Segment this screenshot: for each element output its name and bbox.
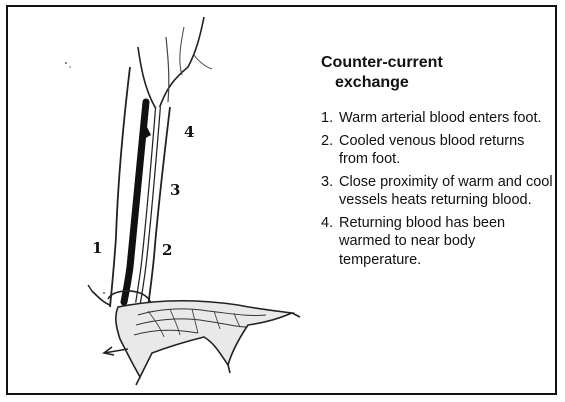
text-panel: Counter-current exchange 1. Warm arteria… (321, 53, 553, 273)
diagram-title: Counter-current exchange (321, 53, 553, 93)
label-3: 3 (170, 183, 180, 198)
step-item: 4. Returning blood has been warmed to ne… (321, 214, 553, 270)
step-number: 2. (321, 132, 339, 169)
step-item: 3. Close proximity of warm and cool vess… (321, 173, 553, 210)
step-number: 1. (321, 109, 339, 128)
title-line-1: Counter-current (321, 53, 553, 73)
label-2: 2 (162, 243, 172, 258)
bird-leg-illustration: 1 2 3 4 (8, 7, 308, 397)
figure-frame: 1 2 3 4 Counter-current exchange 1. Warm… (6, 5, 557, 395)
step-text: Returning blood has been warmed to near … (339, 214, 553, 270)
title-line-2: exchange (321, 73, 553, 93)
label-1: 1 (92, 241, 102, 256)
step-text: Cooled venous blood returns from foot. (339, 132, 553, 169)
step-list: 1. Warm arterial blood enters foot. 2. C… (321, 109, 553, 269)
step-item: 2. Cooled venous blood returns from foot… (321, 132, 553, 169)
bird-leg-drawing (8, 7, 308, 397)
step-text: Close proximity of warm and cool vessels… (339, 173, 553, 210)
step-number: 4. (321, 214, 339, 270)
step-text: Warm arterial blood enters foot. (339, 109, 553, 128)
step-item: 1. Warm arterial blood enters foot. (321, 109, 553, 128)
label-4: 4 (184, 125, 194, 140)
step-number: 3. (321, 173, 339, 210)
